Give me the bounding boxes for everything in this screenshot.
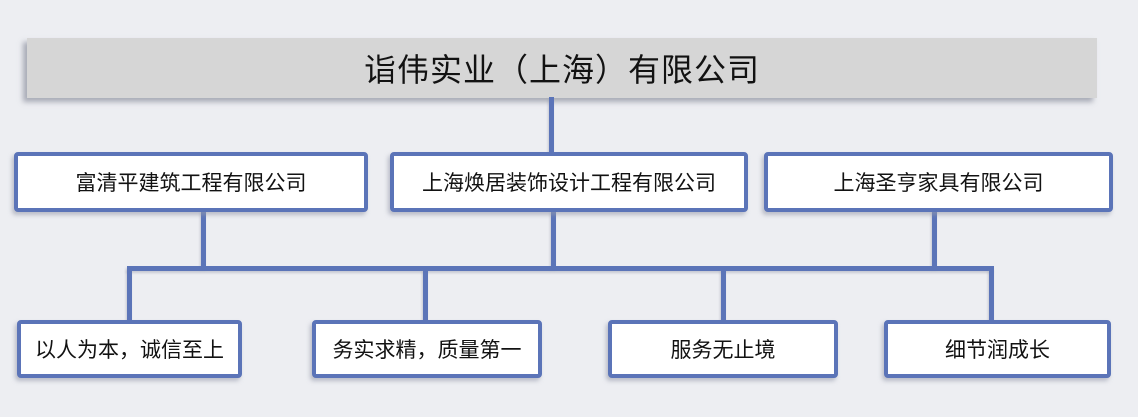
connector-subsidiary-1-to-bus <box>201 210 206 268</box>
connector-root-to-subsidiary-2 <box>549 97 554 155</box>
value-box-2: 务实求精，质量第一 <box>312 320 542 378</box>
connector-bus-to-value-2 <box>423 269 428 322</box>
connector-bus-to-value-3 <box>721 269 726 322</box>
value-box-3: 服务无止境 <box>608 320 838 378</box>
connector-subsidiary-2-to-bus <box>551 210 556 268</box>
connector-subsidiary-3-to-bus <box>932 210 937 268</box>
value-box-1: 以人为本，诚信至上 <box>17 320 242 378</box>
subsidiary-box-2: 上海焕居装饰设计工程有限公司 <box>390 152 748 212</box>
value-box-4: 细节润成长 <box>884 320 1111 378</box>
connector-bus-to-value-1 <box>127 269 132 322</box>
root-company-box: 诣伟实业（上海）有限公司 <box>27 38 1097 98</box>
connector-bus-to-value-4 <box>989 269 994 322</box>
connector-horizontal-bus <box>127 266 994 271</box>
subsidiary-box-1: 富清平建筑工程有限公司 <box>14 152 368 212</box>
subsidiary-box-3: 上海圣亨家具有限公司 <box>764 152 1113 212</box>
